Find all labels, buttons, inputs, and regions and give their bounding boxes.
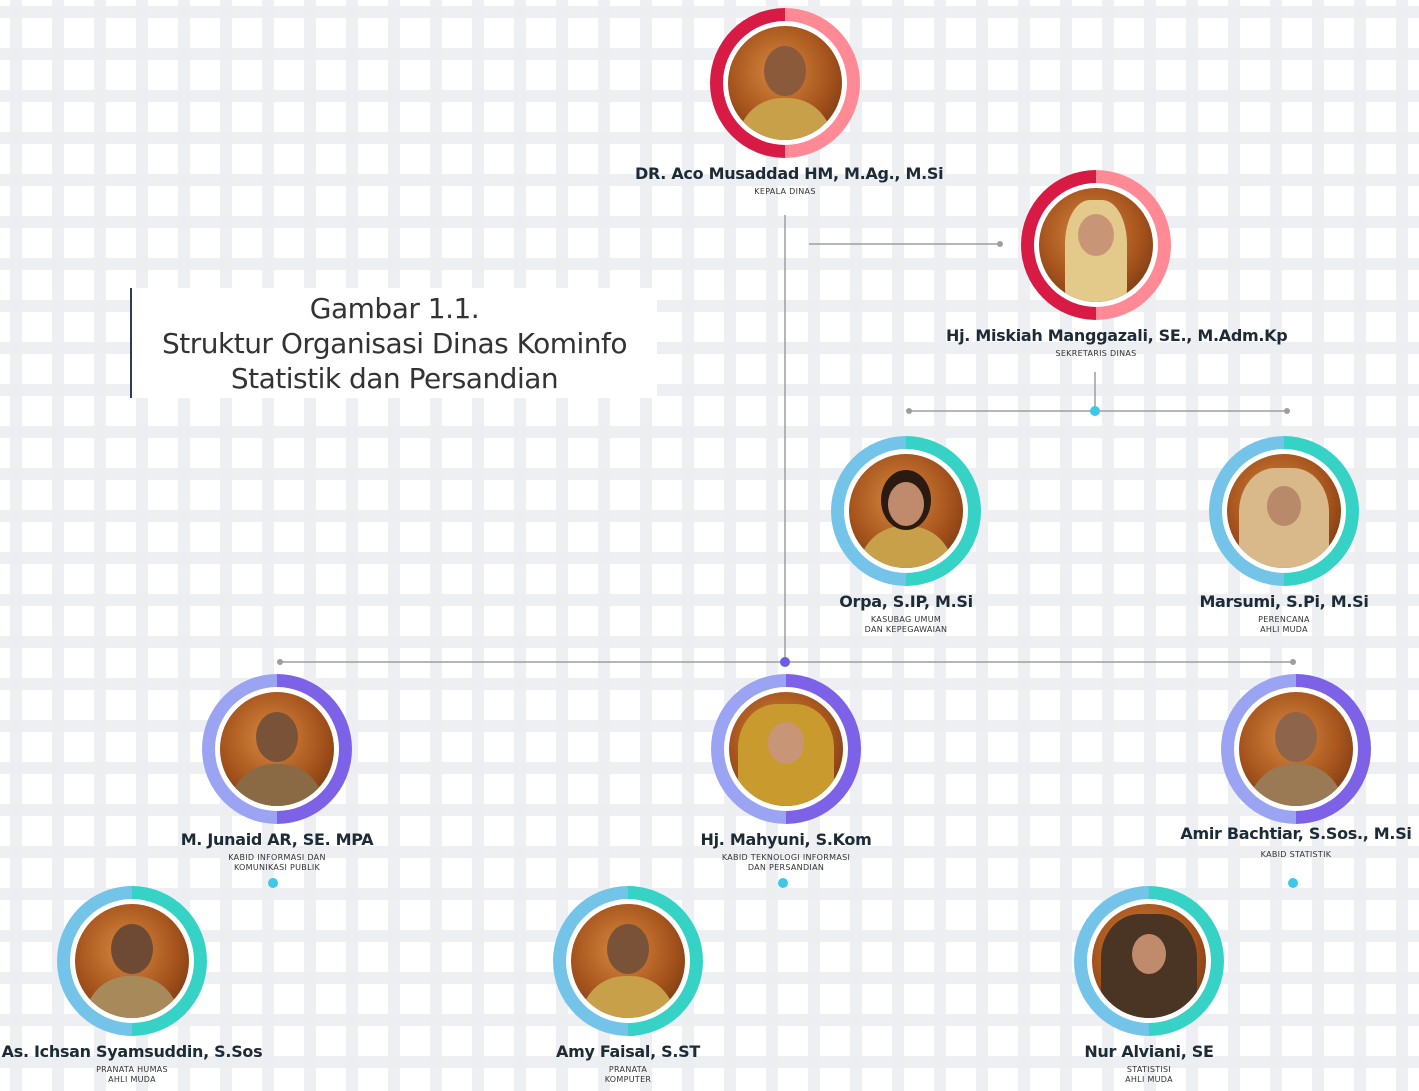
portrait-ring <box>1221 674 1371 824</box>
portrait-ring <box>831 436 981 586</box>
node-kabid-statistik: Amir Bachtiar, S.Sos., M.Si KABID STATIS… <box>1146 674 1419 860</box>
node-pranata-humas: As. Ichsan Syamsuddin, S.Sos PRANATA HUM… <box>0 886 282 1085</box>
person-name: Amy Faisal, S.ST <box>555 1042 701 1061</box>
portrait-photo <box>1039 188 1153 302</box>
amir-staff-dot <box>1288 878 1298 888</box>
person-name: M. Junaid AR, SE. MPA <box>180 830 374 849</box>
junaid-staff-dot <box>268 878 278 888</box>
node-kabid-teknologi: Hj. Mahyuni, S.Kom KABID TEKNOLOGI INFOR… <box>636 674 936 873</box>
person-name: Hj. Mahyuni, S.Kom <box>700 830 872 849</box>
portrait-photo <box>571 904 685 1018</box>
sekretariat-left-dot <box>906 408 912 414</box>
portrait-ring <box>553 886 703 1036</box>
node-perencana: Marsumi, S.Pi, M.Si PERENCANA AHLI MUDA <box>1134 436 1419 635</box>
person-role: KEPALA DINAS <box>754 187 816 196</box>
person-name: Marsumi, S.Pi, M.Si <box>1199 592 1369 611</box>
person-role: KABID STATISTIK <box>1260 850 1332 859</box>
mahyuni-staff-dot <box>778 878 788 888</box>
sekretariat-right-dot <box>1284 408 1290 414</box>
person-role: PERENCANA AHLI MUDA <box>1258 615 1310 634</box>
figure-title-line-3: Statistik dan Persandian <box>230 361 559 395</box>
portrait-ring <box>202 674 352 824</box>
portrait-ring <box>711 674 861 824</box>
person-name: Orpa, S.IP, M.Si <box>839 592 973 611</box>
portrait-photo <box>220 692 334 806</box>
person-role: KABID TEKNOLOGI INFORMASI DAN PERSANDIAN <box>721 853 851 872</box>
person-name: As. Ichsan Syamsuddin, S.Sos <box>1 1042 263 1061</box>
person-name: Amir Bachtiar, S.Sos., M.Si <box>1180 824 1412 843</box>
portrait-ring <box>1209 436 1359 586</box>
node-sekretaris-dinas: Hj. Miskiah Manggazali, SE., M.Adm.Kp SE… <box>946 170 1288 359</box>
portrait-photo <box>1239 692 1353 806</box>
person-role: PRANATA HUMAS AHLI MUDA <box>96 1065 168 1084</box>
portrait-photo <box>849 454 963 568</box>
person-role: KABID INFORMASI DAN KOMUNIKASI PUBLIK <box>228 853 326 872</box>
node-statistisi: Nur Alviani, SE STATISTISI AHLI MUDA <box>999 886 1299 1085</box>
person-name: Nur Alviani, SE <box>1084 1042 1214 1061</box>
portrait-ring <box>1074 886 1224 1036</box>
person-role: PRANATA KOMPUTER <box>604 1065 652 1084</box>
portrait-photo <box>75 904 189 1018</box>
person-role: KASUBAG UMUM DAN KEPEGAWAIAN <box>864 615 948 634</box>
figure-title-line-1: Gambar 1.1. <box>309 291 480 325</box>
portrait-ring <box>710 8 860 158</box>
portrait-photo <box>1227 454 1341 568</box>
person-name: DR. Aco Musaddad HM, M.Ag., M.Si <box>635 164 944 183</box>
sekretaris-connector-dot <box>997 241 1003 247</box>
portrait-photo <box>729 692 843 806</box>
kabid-right-dot <box>1290 659 1296 665</box>
portrait-photo <box>1092 904 1206 1018</box>
node-kabid-informasi: M. Junaid AR, SE. MPA KABID INFORMASI DA… <box>127 674 427 873</box>
sekretariat-center-dot <box>1090 406 1100 416</box>
person-role: STATISTISI AHLI MUDA <box>1125 1065 1173 1084</box>
figure-title: Gambar 1.1. Struktur Organisasi Dinas Ko… <box>130 288 657 398</box>
portrait-ring <box>1021 170 1171 320</box>
kabid-left-dot <box>277 659 283 665</box>
portrait-photo <box>728 26 842 140</box>
node-kasubag-umum: Orpa, S.IP, M.Si KASUBAG UMUM DAN KEPEGA… <box>756 436 1056 635</box>
node-pranata-komputer: Amy Faisal, S.ST PRANATA KOMPUTER <box>478 886 778 1085</box>
node-kepala-dinas: DR. Aco Musaddad HM, M.Ag., M.Si KEPALA … <box>635 8 944 197</box>
figure-title-line-2: Struktur Organisasi Dinas Kominfo <box>161 326 628 360</box>
person-role: SEKRETARIS DINAS <box>1055 349 1137 358</box>
person-name: Hj. Miskiah Manggazali, SE., M.Adm.Kp <box>946 326 1288 345</box>
kabid-center-dot <box>780 657 790 667</box>
portrait-ring <box>57 886 207 1036</box>
